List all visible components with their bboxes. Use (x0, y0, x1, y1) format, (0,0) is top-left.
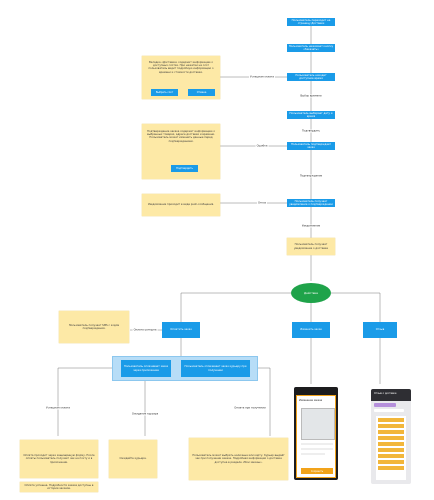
step-review[interactable]: Отзыв (363, 322, 397, 338)
step-order-button[interactable]: Пользователь нажимает кнопку «Заказать» (287, 44, 335, 52)
note-payment-form: Оплата проходит через защищённую форму. … (20, 440, 98, 478)
field-line (301, 453, 325, 455)
message-bubble (374, 409, 404, 412)
connector (180, 292, 291, 330)
message-bubble (374, 403, 396, 407)
note-wait-courier: Ожидайте курьера. (109, 440, 157, 478)
phone-header (371, 389, 411, 401)
edge-label: Выбор времени (299, 94, 323, 98)
connector (57, 367, 121, 436)
confirm-button[interactable]: Подтвердить (171, 165, 198, 172)
edge-label: Ошибка (255, 144, 269, 148)
note-payment-success: Оплата успешна. Подробности заказа досту… (20, 482, 98, 492)
decision-action: Действие (291, 283, 331, 303)
step-pick-time[interactable]: Пользователь выбирает дату и время (287, 111, 335, 119)
option-row[interactable] (378, 466, 404, 470)
option-row[interactable] (378, 454, 404, 458)
edge-label: Успешная оплата (249, 75, 275, 79)
phone-edit-order: Изменение заказа Сохранить (294, 387, 338, 480)
field-line (301, 443, 333, 445)
option-row[interactable] (378, 418, 404, 422)
phone-title: Отзыв о доставке (374, 392, 397, 395)
option-row[interactable] (378, 460, 404, 464)
photo-icon (301, 408, 335, 440)
field-line (301, 448, 333, 450)
option-row[interactable] (378, 448, 404, 452)
note-sms: Пользователь получает SMS с кодом подтве… (59, 311, 129, 343)
edge-label: Успешная оплата (45, 406, 71, 410)
edge-label: Отказ (256, 201, 268, 205)
step-confirm-notice[interactable]: Пользователь получает уведомление о подт… (287, 199, 335, 207)
note-text: Подтверждение заказа содержит информацию… (147, 130, 215, 143)
step-pay-order[interactable]: Оплатить заказ (162, 322, 200, 338)
option-row[interactable] (378, 442, 404, 446)
edge-label: Ожидание курьера (130, 412, 160, 416)
step-find-slot[interactable]: Пользователь находит доступное время (287, 73, 335, 81)
phone-title: Изменение заказа (299, 399, 323, 402)
option-row[interactable] (378, 424, 404, 428)
connector (331, 292, 381, 330)
note-delivery-notice: Пользователь получает уведомление о дост… (287, 238, 335, 255)
edge-label: Подтверждение (298, 174, 324, 178)
rating-list (376, 416, 406, 480)
step-delivery-page[interactable]: Пользователь переходит на страницу Доста… (287, 18, 335, 26)
phone-review: Отзыв о доставке (371, 389, 411, 484)
note-push: Уведомление приходит в виде push-сообщен… (142, 194, 220, 216)
step-edit-order[interactable]: Изменить заказ (292, 322, 330, 338)
note-pay-courier: Пользователь может выбрать наличные или … (189, 438, 288, 480)
step-pay-in-app[interactable]: Пользователь оплачивает заказ через прил… (121, 360, 171, 377)
save-button[interactable]: Сохранить (301, 468, 333, 474)
cancel-button[interactable]: Отмена (188, 89, 215, 96)
phone-screen: Изменение заказа Сохранить (296, 395, 336, 478)
step-pay-courier[interactable]: Пользователь оплачивает заказ курьеру пр… (181, 360, 250, 377)
note-text: Вкладка «Доставка» содержит информацию о… (148, 61, 214, 74)
option-row[interactable] (378, 430, 404, 434)
step-confirm-order[interactable]: Пользователь подтверждает заказ (287, 142, 335, 150)
edge-label: Оплата при получении (233, 406, 267, 410)
option-row[interactable] (378, 436, 404, 440)
edge-label: Уведомление (300, 224, 322, 228)
select-slot-button[interactable]: Выбрать слот (151, 89, 178, 96)
edge-label: Подтвердить (300, 129, 322, 133)
edge-label: Оплата успешна (132, 328, 158, 332)
